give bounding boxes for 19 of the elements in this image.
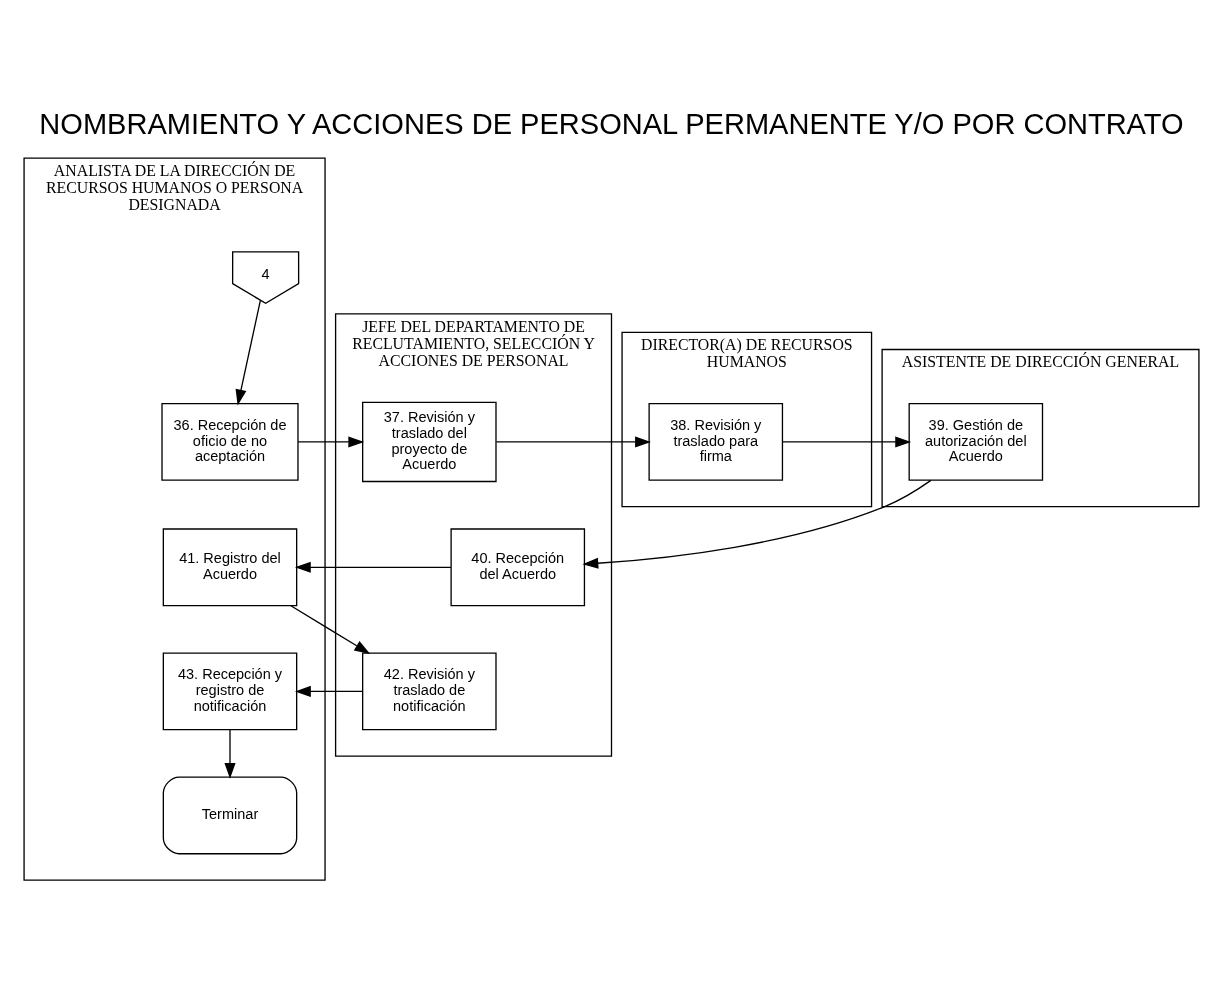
node-box: 41. Registro del Acuerdo — [162, 527, 298, 606]
arrow — [294, 685, 364, 697]
arrow — [782, 435, 912, 447]
node-box: 36. Recepción de oficio de no aceptación — [161, 402, 299, 481]
node-box: 38. Revisión y traslado para firma — [648, 402, 784, 481]
node-box: 42. Revisión y traslado de notificación — [362, 651, 497, 730]
arrow — [224, 728, 236, 779]
arrow — [294, 561, 452, 573]
node-box: 37. Revisión y traslado del proyecto de Acuerdo — [362, 401, 497, 482]
node-box: 39. Gestión de autorización del Acuerdo — [908, 402, 1044, 481]
arrow — [235, 299, 262, 405]
node-box: 40. Recepción del Acuerdo — [450, 527, 586, 606]
arrow — [495, 435, 651, 447]
node-box: 43. Recepción y registro de notificación — [162, 651, 298, 730]
diagram-title: NOMBRAMIENTO Y ACCIONES DE PERSONAL PERMANENTE Y/O POR CONTRATO — [39, 107, 1184, 140]
arrow — [297, 435, 365, 447]
arrow — [582, 479, 932, 569]
arrow — [290, 604, 371, 654]
node-box: Terminar — [162, 776, 298, 854]
